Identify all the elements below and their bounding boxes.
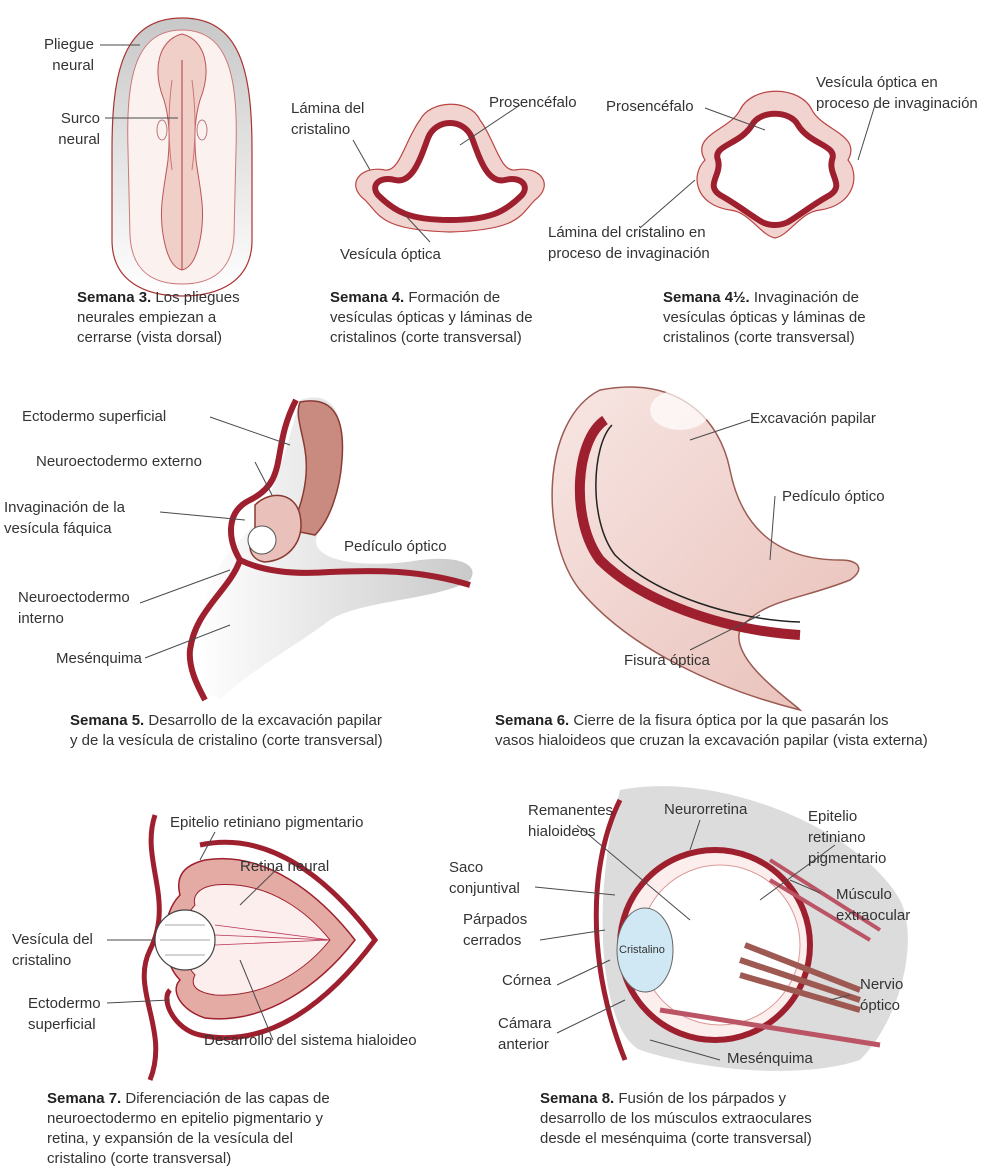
week3-embryo-drawing [112,18,252,296]
label-conjunctival-sac: Saco conjuntival [449,857,520,899]
caption-week6: Semana 6. Cierre de la fisura óptica por… [495,711,928,751]
caption-week8: Semana 8. Fusión de los párpados y desar… [540,1089,812,1149]
label-closed-eyelids: Párpados cerrados [463,909,527,951]
week4-cross-section [356,104,545,232]
label-lens-plate: Lámina del cristalino [291,98,364,140]
label-optic-stalk-w6: Pedículo óptico [782,486,885,507]
label-rpe-w8: Epitelio retiniano pigmentario [808,806,886,869]
label-hyaloid-system: Desarrollo del sistema hialoideo [204,1030,417,1051]
label-prosencephalon-w4: Prosencéfalo [489,92,577,113]
label-lens-w8: Cristalino [619,940,665,961]
label-optic-stalk-w5: Pedículo óptico [344,536,447,557]
caption-week3: Semana 3. Los pliegues neurales empiezan… [77,288,240,348]
label-optic-cup: Excavación papilar [750,408,876,429]
label-cornea: Córnea [502,970,551,991]
caption-week7: Semana 7. Diferenciación de las capas de… [47,1089,330,1169]
label-mesenchyme-w5: Mesénquima [56,648,142,669]
label-rpe-w7: Epitelio retiniano pigmentario [170,812,363,833]
label-vesicle-invagination: Vesícula óptica en proceso de invaginaci… [816,72,978,114]
label-hyaloid-remnants: Remanentes hialoideos [528,800,613,842]
label-outer-neuroectoderm: Neuroectodermo externo [36,451,202,472]
label-neural-retina: Retina neural [240,856,329,877]
label-neural-fold: Pliegue neural [18,34,94,76]
label-lens-vesicle-w7: Vesícula del cristalino [12,929,93,971]
label-prosencephalon-w45: Prosencéfalo [606,96,694,117]
caption-week45: Semana 4½. Invaginación de vesículas ópt… [663,288,866,348]
label-neural-groove: Surco neural [18,108,100,150]
label-surface-ectoderm-w7: Ectodermo superficial [28,993,101,1035]
caption-week4: Semana 4. Formación de vesículas ópticas… [330,288,533,348]
label-optic-nerve: Nervio óptico [860,974,903,1016]
label-extraocular-muscle: Músculo extraocular [836,884,910,926]
label-lens-invagination: Lámina del cristalino en proceso de inva… [548,222,710,264]
label-anterior-chamber: Cámara anterior [498,1013,551,1055]
label-neuroretina: Neurorretina [664,799,747,820]
label-inner-neuroectoderm: Neuroectodermo interno [18,587,130,629]
label-surface-ectoderm-w5: Ectodermo superficial [22,406,166,427]
label-lens-vesicle-invagination: Invaginación de la vesícula fáquica [4,497,125,539]
label-mesenchyme-w8: Mesénquima [727,1048,813,1069]
caption-week5: Semana 5. Desarrollo de la excavación pa… [70,711,383,751]
label-optic-vesicle: Vesícula óptica [340,244,441,265]
label-optic-fissure: Fisura óptica [624,650,710,671]
